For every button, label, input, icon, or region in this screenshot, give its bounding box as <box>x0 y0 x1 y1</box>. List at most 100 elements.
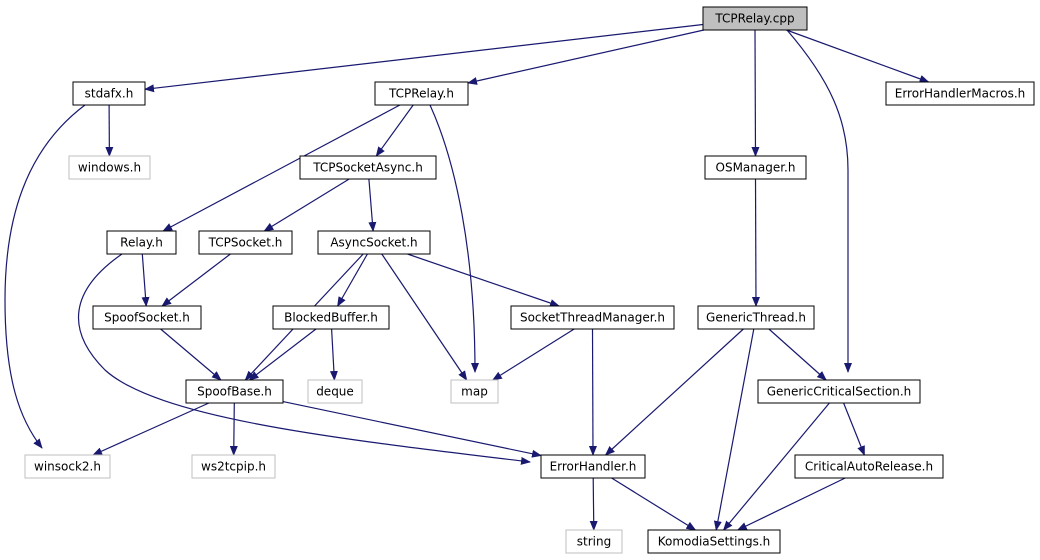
node-criticalautorelease-h[interactable]: CriticalAutoRelease.h <box>794 454 944 479</box>
node-deque[interactable]: deque <box>307 379 363 404</box>
node-label: OSManager.h <box>716 161 796 175</box>
edge-genericcriticalsection-h-to-criticalautorelease-h <box>843 402 865 456</box>
node-errorhandler-h[interactable]: ErrorHandler.h <box>540 454 646 479</box>
edge-tcprelay-cpp-to-stdafx-h <box>144 23 704 93</box>
node-socketthreadmanager-h[interactable]: SocketThreadManager.h <box>510 305 675 330</box>
node-label: TCPSocketAsync.h <box>312 161 423 175</box>
node-box <box>317 230 431 255</box>
node-box <box>510 305 675 330</box>
node-box <box>92 305 202 330</box>
node-genericthread-h[interactable]: GenericThread.h <box>697 305 815 330</box>
edge-relay-h-to-spoofsocket-h <box>141 253 150 307</box>
node-box <box>704 155 807 180</box>
edge-asyncsocket-h-to-blockedbuffer-h <box>337 253 368 307</box>
node-spoofsocket-h[interactable]: SpoofSocket.h <box>92 305 202 330</box>
node-box <box>757 379 921 404</box>
node-label: SocketThreadManager.h <box>520 311 665 325</box>
node-osmanager-h[interactable]: OSManager.h <box>704 155 807 180</box>
edge-asyncsocket-h-to-socketthreadmanager-h <box>407 253 560 307</box>
node-tcprelay-h[interactable]: TCPRelay.h <box>374 81 469 106</box>
edge-blockedbuffer-h-to-deque <box>329 328 338 381</box>
edge-spoofbase-h-to-winsock2-h <box>92 402 210 456</box>
edge-spoofbase-h-to-ws2tcpip-h <box>229 402 238 456</box>
node-string[interactable]: string <box>565 529 623 554</box>
edge-tcprelay-cpp-to-errorhandlermacros-h <box>786 29 930 83</box>
edge-relay-h-to-errorhandler-h <box>77 253 531 465</box>
node-label: windows.h <box>78 161 141 175</box>
edge-socketthreadmanager-h-to-map <box>491 328 575 381</box>
node-label: KomodiaSettings.h <box>658 535 771 549</box>
node-tcprelay-cpp[interactable]: TCPRelay.cpp <box>702 6 808 31</box>
node-box <box>565 529 623 554</box>
node-box <box>106 230 177 255</box>
node-asyncsocket-h[interactable]: AsyncSocket.h <box>317 230 431 255</box>
node-label: BlockedBuffer.h <box>284 311 378 325</box>
edge-tcprelay-h-to-map <box>429 104 479 373</box>
node-box <box>540 454 646 479</box>
node-box <box>697 305 815 330</box>
edge-stdafx-h-to-winsock2-h <box>4 104 86 449</box>
node-label: ErrorHandlerMacros.h <box>895 87 1026 101</box>
node-label: winsock2.h <box>34 460 101 474</box>
node-label: string <box>577 535 611 549</box>
node-errorhandlermacros-h[interactable]: ErrorHandlerMacros.h <box>885 81 1035 106</box>
node-genericcriticalsection-h[interactable]: GenericCriticalSection.h <box>757 379 921 404</box>
edge-osmanager-h-to-genericthread-h <box>751 178 760 307</box>
node-label: AsyncSocket.h <box>330 236 417 250</box>
node-box <box>702 6 808 31</box>
node-label: TCPSocket.h <box>208 236 283 250</box>
node-label: CriticalAutoRelease.h <box>805 460 933 474</box>
node-box <box>647 529 781 554</box>
node-ws2tcpip-h[interactable]: ws2tcpip.h <box>191 454 276 479</box>
node-tcpsocket-h[interactable]: TCPSocket.h <box>198 230 293 255</box>
edge-tcpsocketasync-h-to-tcpsocket-h <box>263 178 350 232</box>
node-stdafx-h[interactable]: stdafx.h <box>72 81 146 106</box>
edge-spoofbase-h-to-errorhandler-h <box>282 401 542 458</box>
node-label: ErrorHandler.h <box>550 460 637 474</box>
edge-genericthread-h-to-errorhandler-h <box>604 328 744 456</box>
edge-tcprelay-cpp-to-tcprelay-h <box>467 29 705 85</box>
node-spoofbase-h[interactable]: SpoofBase.h <box>185 379 284 404</box>
edge-layer <box>4 23 930 531</box>
node-box <box>885 81 1035 106</box>
node-box <box>68 155 151 180</box>
node-label: TCPRelay.h <box>388 87 454 101</box>
edge-genericthread-h-to-genericcriticalsection-h <box>768 328 827 381</box>
node-label: TCPRelay.cpp <box>714 12 794 26</box>
node-label: SpoofBase.h <box>197 385 272 399</box>
node-label: SpoofSocket.h <box>104 311 190 325</box>
node-label: stdafx.h <box>85 87 134 101</box>
node-label: GenericCriticalSection.h <box>767 385 912 399</box>
node-komodiasettings-h[interactable]: KomodiaSettings.h <box>647 529 781 554</box>
edge-tcprelay-h-to-relay-h <box>162 104 401 232</box>
edge-genericthread-h-to-komodiasettings-h <box>713 328 755 531</box>
node-map[interactable]: map <box>450 379 499 404</box>
edge-genericcriticalsection-h-to-komodiasettings-h <box>722 402 830 531</box>
node-box <box>299 155 437 180</box>
node-box <box>794 454 944 479</box>
node-box <box>272 305 390 330</box>
edge-asyncsocket-h-to-map <box>381 253 468 381</box>
edge-tcprelay-cpp-to-genericcriticalsection-h <box>786 29 852 373</box>
edge-errorhandler-h-to-string <box>589 477 598 531</box>
edge-errorhandler-h-to-komodiasettings-h <box>611 477 697 531</box>
node-label: ws2tcpip.h <box>201 460 266 474</box>
node-winsock2-h[interactable]: winsock2.h <box>24 454 111 479</box>
node-label: Relay.h <box>120 236 163 250</box>
node-label: GenericThread.h <box>706 311 806 325</box>
node-tcpsocketasync-h[interactable]: TCPSocketAsync.h <box>299 155 437 180</box>
node-blockedbuffer-h[interactable]: BlockedBuffer.h <box>272 305 390 330</box>
node-box <box>72 81 146 106</box>
node-label: deque <box>316 385 354 399</box>
node-box <box>191 454 276 479</box>
node-box <box>450 379 499 404</box>
node-box <box>185 379 284 404</box>
edge-tcpsocket-h-to-spoofsocket-h <box>161 253 231 307</box>
edge-spoofsocket-h-to-spoofbase-h <box>160 328 222 381</box>
node-windows-h[interactable]: windows.h <box>68 155 151 180</box>
node-relay-h[interactable]: Relay.h <box>106 230 177 255</box>
node-box <box>24 454 111 479</box>
edge-tcprelay-h-to-tcpsocketasync-h <box>375 104 414 157</box>
